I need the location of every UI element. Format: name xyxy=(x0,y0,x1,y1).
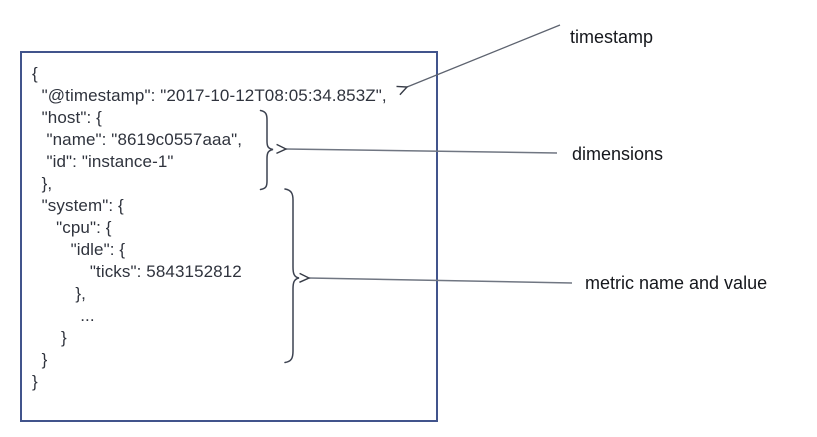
code-line: "ticks": 5843152812 xyxy=(32,262,242,281)
code-line: "idle": { xyxy=(32,240,126,259)
code-line: ... xyxy=(32,306,95,325)
code-line: "host": { xyxy=(32,108,102,127)
code-line: "@timestamp": "2017-10-12T08:05:34.853Z"… xyxy=(32,86,387,105)
code-line: }, xyxy=(32,174,53,193)
annotation-label-timestamp: timestamp xyxy=(570,27,654,47)
code-line: "name": "8619c0557aaa", xyxy=(32,130,243,149)
code-line: } xyxy=(32,328,67,347)
code-line: }, xyxy=(32,284,87,303)
json-code: { "@timestamp": "2017-10-12T08:05:34.853… xyxy=(32,63,387,393)
code-line: "system": { xyxy=(32,196,124,215)
code-line: "cpu": { xyxy=(32,218,112,237)
code-line: } xyxy=(32,372,38,391)
annotation-label-dimensions: dimensions xyxy=(572,144,664,164)
annotation-label-metric-name-and-value: metric name and value xyxy=(585,273,768,293)
code-line: } xyxy=(32,350,48,369)
code-line: "id": "instance-1" xyxy=(32,152,174,171)
metric-document-box: { "@timestamp": "2017-10-12T08:05:34.853… xyxy=(20,51,438,422)
code-line: { xyxy=(32,64,38,83)
